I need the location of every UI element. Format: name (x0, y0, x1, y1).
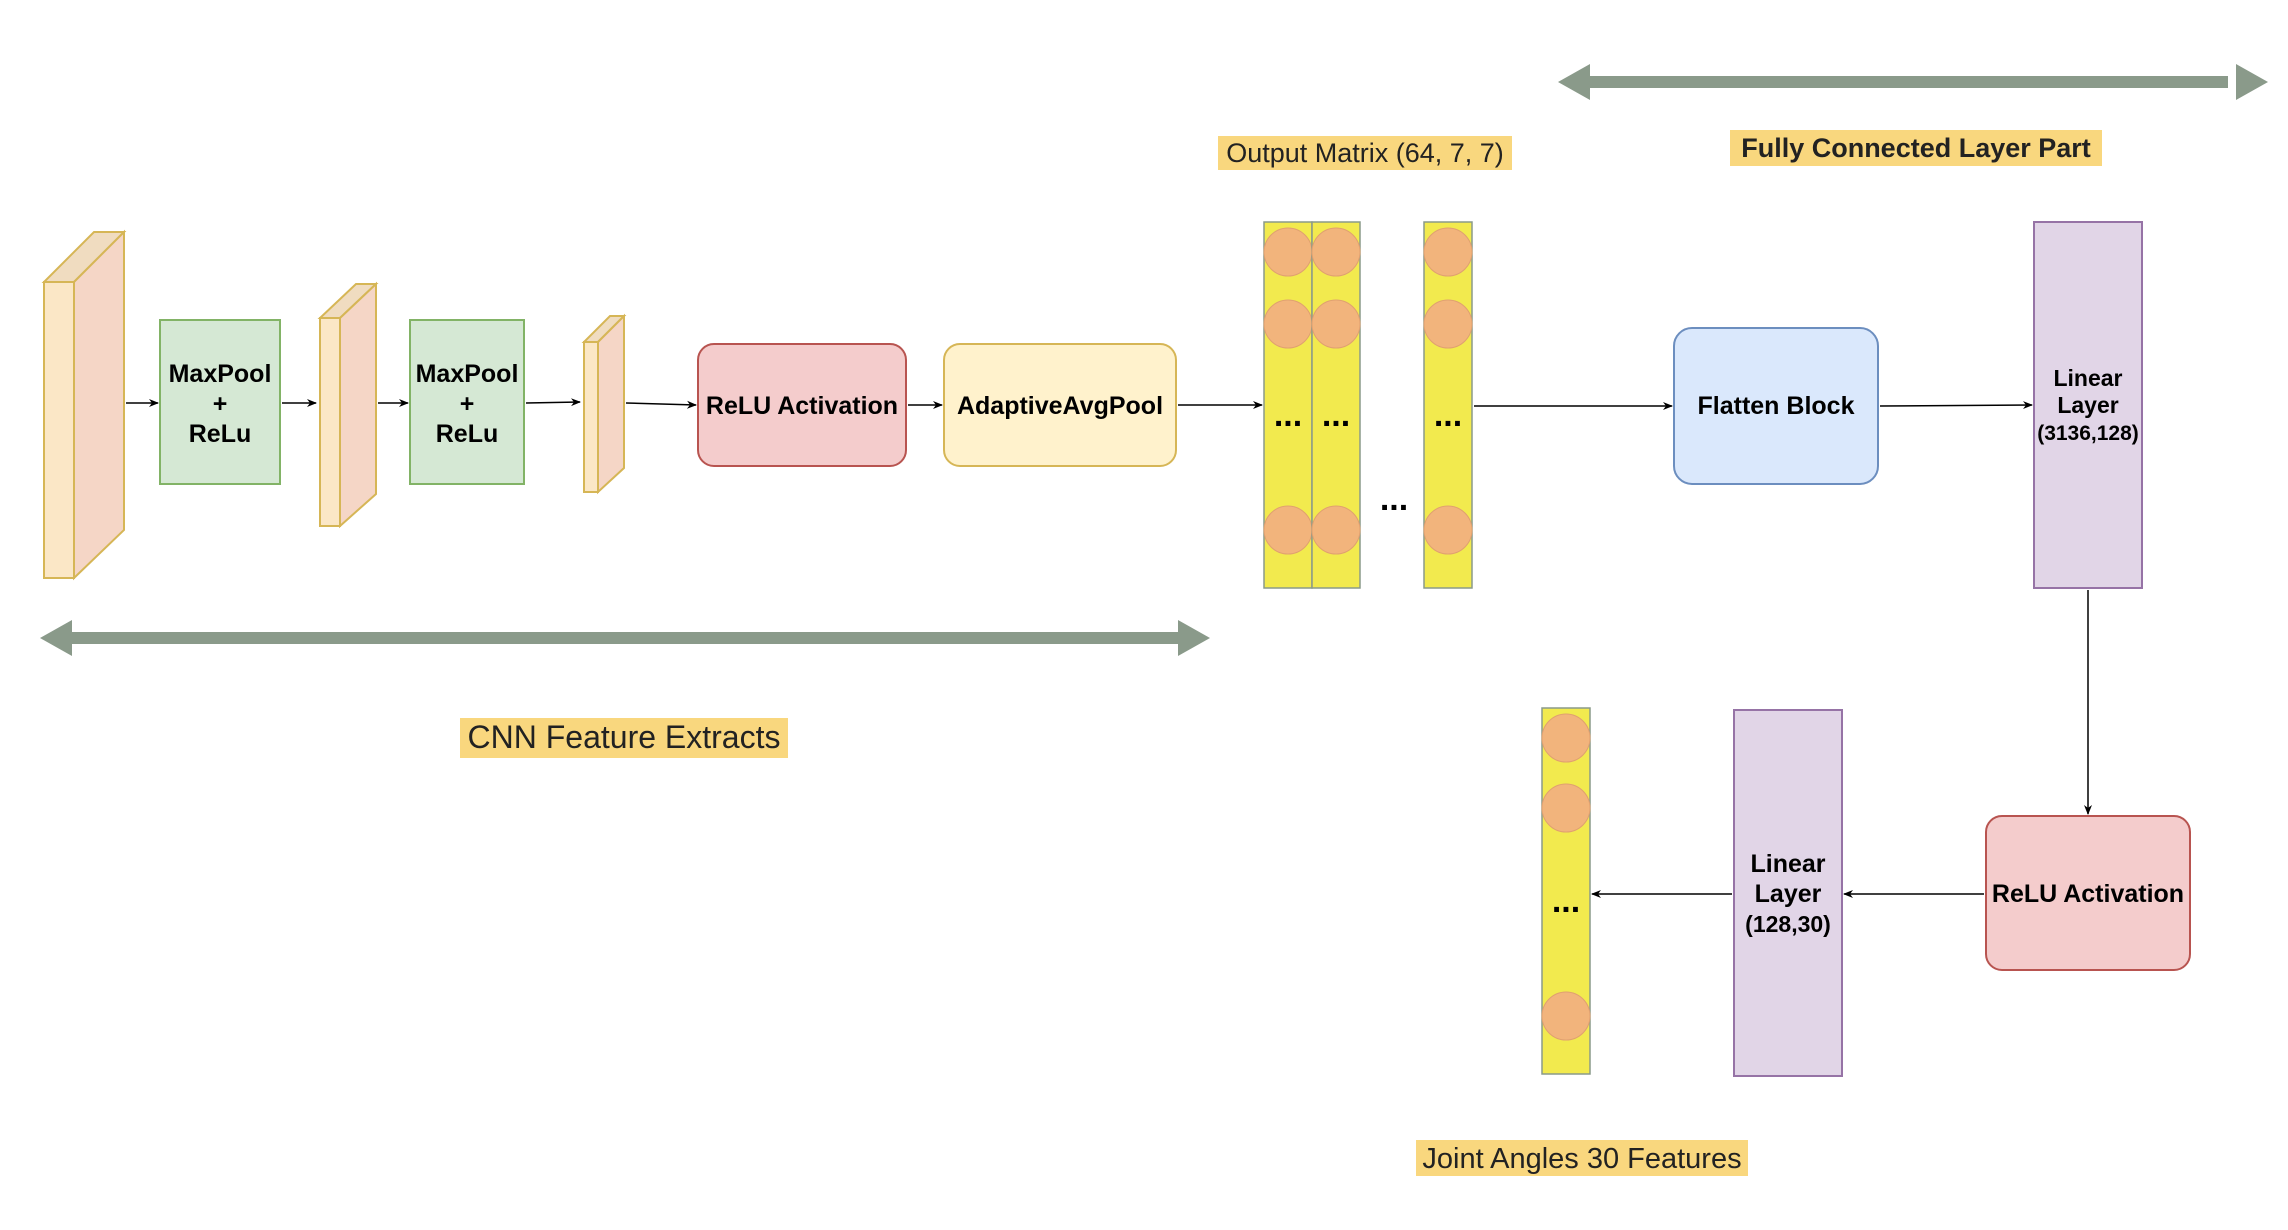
arrow-fm3-to-relu1 (625, 400, 697, 409)
svg-text:(3136,128): (3136,128) (2037, 422, 2139, 445)
svg-text:MaxPool: MaxPool (169, 360, 272, 388)
svg-text:...: ... (1434, 396, 1462, 434)
maxpool-relu-block-2: MaxPool + ReLu (409, 319, 525, 485)
linear-layer-block-1: Linear Layer (3136,128) (2033, 221, 2143, 589)
svg-text:Fully Connected Layer Part: Fully Connected Layer Part (1741, 133, 2091, 163)
columns-ellipsis: ... (1380, 480, 1408, 518)
output-column-last: ... (1423, 221, 1473, 589)
svg-text:+: + (213, 390, 228, 418)
feature-map-2 (317, 281, 379, 529)
flatten-block: Flatten Block (1673, 327, 1879, 485)
fully-connected-part-label: Fully Connected Layer Part (1730, 130, 2102, 166)
feature-map-3 (581, 313, 627, 495)
output-column-1: ... (1263, 221, 1313, 589)
svg-text:Linear: Linear (1750, 850, 1825, 878)
svg-text:...: ... (1322, 396, 1350, 434)
fully-connected-span-arrow (1558, 64, 2268, 100)
joint-angles-output-column: ... (1541, 707, 1591, 1075)
svg-text:Flatten Block: Flatten Block (1698, 392, 1855, 420)
svg-text:Layer: Layer (2057, 392, 2118, 418)
svg-text:+: + (460, 390, 475, 418)
output-matrix-label: Output Matrix (64, 7, 7) (1218, 136, 1512, 170)
cnn-span-arrow (40, 620, 1210, 656)
svg-text:AdaptiveAvgPool: AdaptiveAvgPool (957, 392, 1163, 420)
svg-text:...: ... (1552, 882, 1580, 920)
relu-activation-block-1: ReLU Activation (697, 343, 907, 467)
svg-text:(128,30): (128,30) (1745, 911, 1831, 937)
svg-text:Linear: Linear (2053, 365, 2122, 391)
arrow-maxpool2-to-fm3 (525, 398, 581, 407)
svg-text:Joint Angles 30 Features: Joint Angles 30 Features (1422, 1143, 1741, 1175)
svg-text:Output Matrix (64, 7, 7): Output Matrix (64, 7, 7) (1226, 138, 1504, 168)
output-column-2: ... (1311, 221, 1361, 589)
relu-activation-block-2: ReLU Activation (1985, 815, 2191, 971)
svg-text:...: ... (1274, 396, 1302, 434)
connector-arrows (126, 398, 2092, 898)
svg-text:ReLU Activation: ReLU Activation (706, 392, 898, 420)
adaptive-avg-pool-block: AdaptiveAvgPool (943, 343, 1177, 467)
feature-map-1 (41, 229, 127, 581)
cnn-feature-extracts-label: CNN Feature Extracts (460, 718, 788, 758)
output-matrix: ... ... ... ... (1263, 221, 1473, 589)
joint-angles-label: Joint Angles 30 Features (1416, 1140, 1748, 1176)
svg-text:ReLU Activation: ReLU Activation (1992, 880, 2184, 908)
svg-text:ReLu: ReLu (436, 420, 499, 448)
linear-layer-block-2: Linear Layer (128,30) (1733, 709, 1843, 1077)
maxpool-relu-block-1: MaxPool + ReLu (159, 319, 281, 485)
arrow-flatten-to-linear1 (1879, 401, 2033, 410)
svg-text:MaxPool: MaxPool (416, 360, 519, 388)
svg-text:ReLu: ReLu (189, 420, 252, 448)
svg-text:CNN Feature Extracts: CNN Feature Extracts (468, 719, 781, 755)
svg-text:Layer: Layer (1755, 880, 1822, 908)
